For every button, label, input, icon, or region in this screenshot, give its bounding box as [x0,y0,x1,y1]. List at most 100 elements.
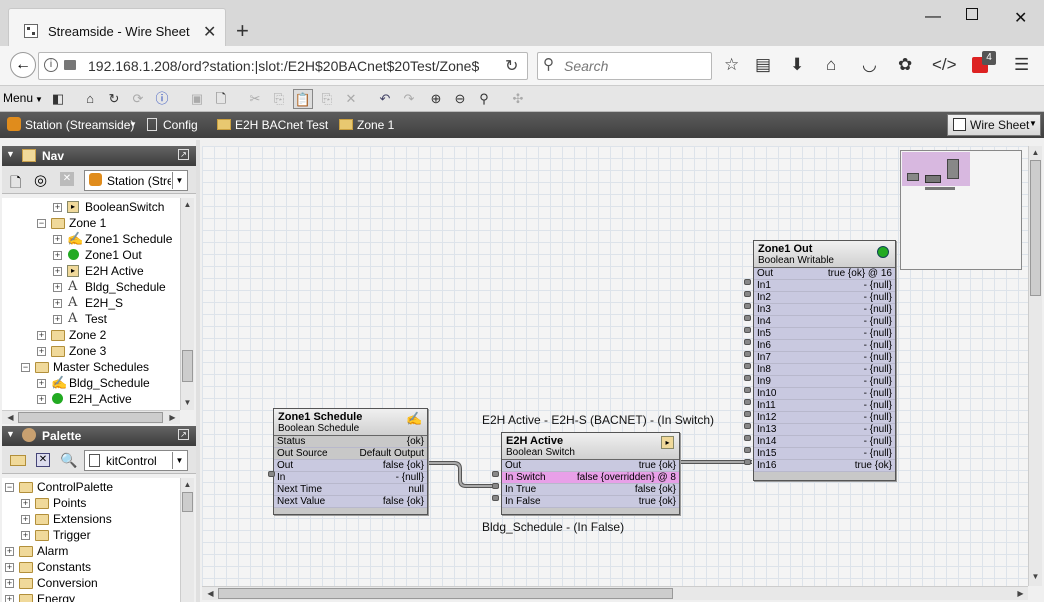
input-slot-pin[interactable] [744,315,751,321]
station-select[interactable] [84,170,188,191]
slot-row[interactable]: In15- {null} [754,448,895,460]
scroll-thumb[interactable] [1030,160,1041,296]
input-slot-pin[interactable] [744,435,751,441]
extension-icon[interactable]: ✿ [898,55,913,74]
search-input[interactable] [537,52,712,80]
collapse-icon[interactable]: ▼ [6,429,15,439]
canvas-horizontal-scrollbar[interactable]: ◀ ▶ [202,586,1028,600]
slot-row[interactable]: In9- {null} [754,376,895,388]
maximize-panel-icon[interactable]: ↗ [178,149,189,160]
close-palette-icon[interactable]: ✕ [36,453,50,467]
scroll-thumb[interactable] [218,588,673,599]
collapse-icon[interactable]: ▼ [6,149,15,159]
slot-row[interactable]: In6- {null} [754,340,895,352]
scroll-down-icon[interactable]: ▼ [1031,572,1040,581]
maximize-panel-icon[interactable]: ↗ [178,429,189,440]
slot-row[interactable]: In13- {null} [754,424,895,436]
back-button[interactable]: ← [10,52,36,78]
find-icon[interactable]: 🔍 [60,452,78,468]
nav-tree-item[interactable]: +Zone 2 [2,327,180,343]
collapse-node-icon[interactable]: − [5,482,14,492]
url-bar[interactable] [38,52,528,80]
in-slot-pin[interactable] [268,471,275,477]
slot-row[interactable]: In11- {null} [754,400,895,412]
chevron-down-icon[interactable]: ▼ [172,452,186,469]
paste-icon[interactable]: 📋 [293,89,313,109]
input-slot-pin[interactable] [744,291,751,297]
palette-tree-item[interactable]: +Points [2,495,180,511]
nav-tree-item[interactable]: −Zone 1 [2,215,180,231]
refresh-icon[interactable]: ↻ [108,91,120,106]
scroll-right-icon[interactable]: ▶ [169,413,176,422]
slot-row[interactable]: In3- {null} [754,304,895,316]
scroll-thumb[interactable] [182,492,193,512]
undo-icon[interactable]: ↶ [379,91,391,106]
canvas-vertical-scrollbar[interactable]: ▲ ▼ [1028,146,1042,586]
input-slot-pin[interactable] [744,339,751,345]
nav-tree-item[interactable]: +Zone1 Out [2,247,180,263]
close-window-icon[interactable]: ✕ [1014,10,1028,27]
breadcrumb-station[interactable]: Station (Streamside) [25,118,135,132]
slot-row[interactable]: In14- {null} [754,436,895,448]
menu-button[interactable]: Menu [3,91,34,105]
expand-node-icon[interactable]: + [37,330,46,340]
new-icon[interactable]: 🗋 [215,91,227,106]
nav-tree-item[interactable]: +✍Bldg_Schedule [2,375,180,391]
side-bar-icon[interactable]: ◧ [51,91,65,106]
chevron-down-icon[interactable]: ▼ [172,172,186,189]
info-icon[interactable]: ⓘ [155,91,169,106]
home-icon[interactable]: ⌂ [86,91,94,106]
input-slot-pin[interactable] [744,351,751,357]
palette-tree-item[interactable]: +Conversion [2,575,180,591]
input-slot-pin[interactable] [744,327,751,333]
browser-tab[interactable] [8,8,226,46]
home-icon[interactable]: ⌂ [826,55,837,74]
slot-row[interactable]: In- {null} [274,472,427,484]
info-icon[interactable]: i [44,58,58,72]
menu-chevron-icon[interactable]: ▼ [35,95,43,104]
nav-tree-item[interactable]: +Zone 3 [2,343,180,359]
hamburger-menu-icon[interactable]: ☰ [1014,55,1030,74]
slot-row[interactable]: In10- {null} [754,388,895,400]
delete-icon[interactable]: ✕ [345,91,357,106]
slot-row[interactable]: In7- {null} [754,352,895,364]
breadcrumb-config[interactable]: Config [163,118,198,132]
input-slot-pin[interactable] [744,459,751,465]
close-icon[interactable]: ✕ [60,172,74,186]
zoom-fit-icon[interactable]: ⚲ [479,91,489,106]
input-slot-pin[interactable] [744,423,751,429]
input-slot-pin[interactable] [744,375,751,381]
cut-icon[interactable]: ✂ [249,91,261,106]
expand-node-icon[interactable]: + [21,498,30,508]
in-false-pin[interactable] [492,495,499,501]
zone1-schedule-component[interactable]: Zone1 Schedule Boolean Schedule Status{o… [273,408,428,515]
palette-tree-item[interactable]: +Extensions [2,511,180,527]
zoom-out-icon[interactable]: ⊖ [454,91,466,106]
palette-tree-item[interactable]: +Trigger [2,527,180,543]
minimize-icon[interactable]: — [925,8,941,25]
expand-node-icon[interactable]: + [53,250,62,260]
nav-tree-item[interactable]: +✍Zone1 Schedule [2,231,180,247]
maximize-icon[interactable] [966,8,978,20]
expand-node-icon[interactable]: + [5,594,14,602]
module-select[interactable] [84,450,188,471]
nav-tree-item[interactable]: −Master Schedules [2,359,180,375]
expand-node-icon[interactable]: + [37,346,46,356]
scroll-down-icon[interactable]: ▼ [183,398,192,407]
copy-icon[interactable]: ⎘ [273,91,285,106]
component-header[interactable]: E2H Active Boolean Switch [502,433,679,460]
sync-icon[interactable]: ◎ [34,172,48,189]
